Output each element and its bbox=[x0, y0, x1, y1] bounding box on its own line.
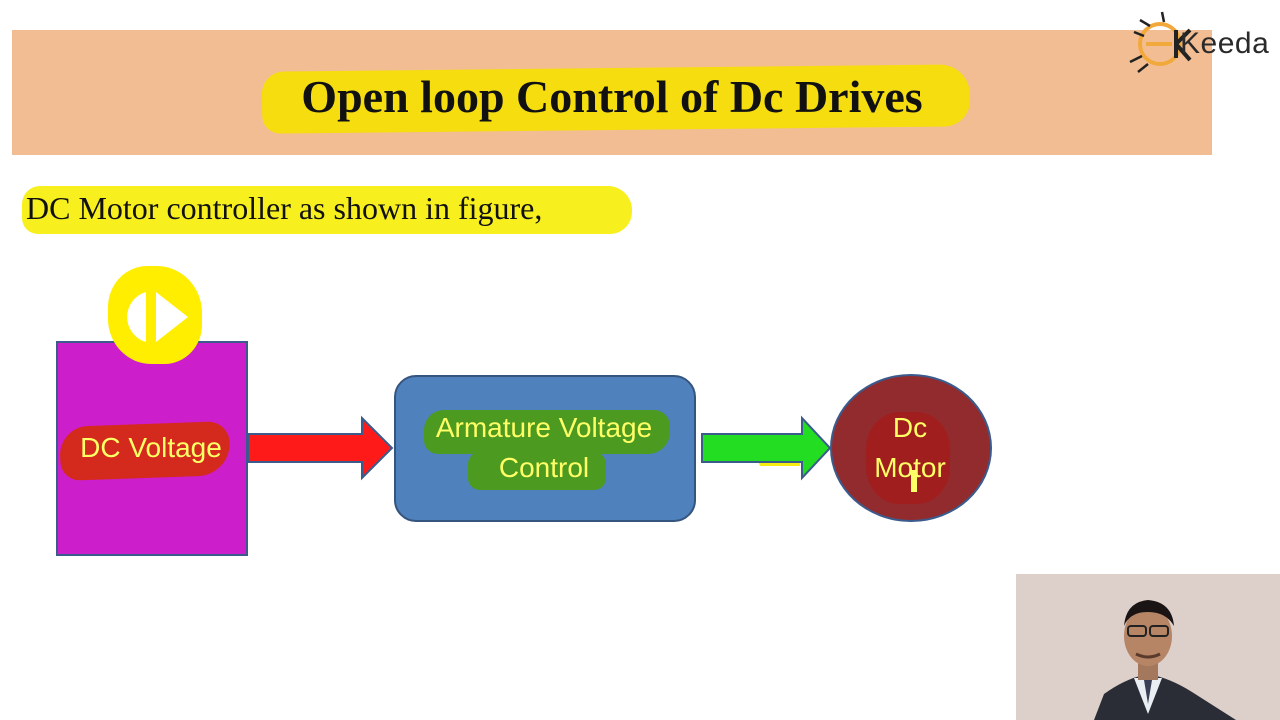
controller-label-line2: Control bbox=[498, 452, 590, 483]
dc-motor-highlight bbox=[866, 412, 950, 504]
play-button-highlight bbox=[108, 266, 202, 364]
dc-voltage-label: DC Voltage bbox=[80, 432, 222, 463]
red-arrow bbox=[247, 415, 394, 481]
yellow-arrow-tip-highlight bbox=[754, 452, 800, 466]
presenter-webcam bbox=[1016, 574, 1280, 720]
controller-highlight-line2 bbox=[468, 452, 606, 490]
green-arrow bbox=[701, 415, 832, 481]
motor-label-line1: Dc bbox=[892, 412, 928, 443]
logo-text: Keeda bbox=[1180, 27, 1270, 60]
subtitle-highlight bbox=[22, 186, 632, 234]
armature-voltage-control-label: Armature Voltage Control bbox=[394, 408, 694, 488]
controller-label-line1: Armature Voltage bbox=[435, 412, 653, 443]
text-cursor bbox=[911, 470, 917, 492]
dc-motor-label: Dc Motor bbox=[830, 408, 990, 488]
controller-highlight-line1 bbox=[424, 410, 670, 454]
presenter-figure bbox=[1016, 574, 1280, 720]
motor-label-line2: Motor bbox=[874, 452, 946, 483]
slide-title: Open loop Control of Dc Drives bbox=[301, 71, 923, 122]
play-button-icon[interactable] bbox=[116, 284, 192, 348]
ekeeda-logo-icon bbox=[1129, 11, 1192, 73]
subtitle: DC Motor controller as shown in figure, bbox=[26, 190, 543, 226]
